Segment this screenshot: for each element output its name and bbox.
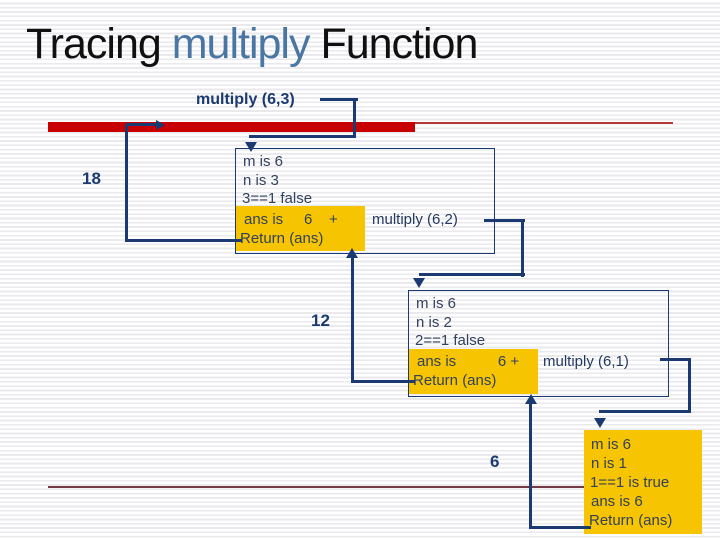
frame-2-line: n is 2 (416, 314, 452, 331)
frame-1-ans-line: ans is 6 + (244, 211, 338, 228)
call-connector-root (249, 135, 356, 138)
call-label-third: multiply (6,1) (543, 353, 629, 370)
frame-2-return-line: Return (ans) (413, 372, 497, 389)
call-connector-frame-2 (484, 219, 525, 222)
frame-1-highlight (236, 206, 365, 251)
call-connector-frame-2 (521, 219, 524, 277)
title-part-multiply: multiply (171, 20, 311, 68)
frame-3-line: ans is 6 (591, 493, 643, 510)
call-connector-frame-3 (599, 410, 691, 413)
return-connector-frame-3 (529, 526, 591, 529)
return-value-6: 6 (490, 452, 500, 471)
frame-2-ans-line: ans is 6 + (417, 353, 520, 370)
frame-3-line: 1==1 is true (590, 474, 670, 491)
title-part-1: Tracing (26, 20, 172, 68)
return-value-18: 18 (82, 169, 101, 188)
stack-frame-3 (584, 430, 702, 534)
return-connector-frame-2 (351, 380, 415, 383)
frame-2-highlight (409, 349, 538, 394)
return-connector-frame-1 (125, 239, 242, 242)
main-program-bar (48, 122, 415, 132)
main-program-thin-line (415, 122, 673, 124)
title-part-3: Function (309, 20, 478, 68)
call-connector-root (353, 98, 356, 138)
frame-3-line: Return (ans) (589, 512, 673, 529)
return-arrow-into-frame-2 (525, 394, 537, 404)
bottom-divider-line (48, 486, 584, 488)
return-arrow-to-main (156, 120, 165, 130)
return-arrow-into-frame-1 (346, 248, 358, 258)
frame-1-line: m is 6 (243, 153, 284, 170)
call-connector-frame-3 (688, 358, 691, 413)
call-label-root: multiply (6,3) (196, 91, 295, 108)
frame-3-line: m is 6 (591, 436, 632, 453)
call-arrow-into-frame-3 (594, 418, 606, 428)
frame-2-line: m is 6 (416, 295, 457, 312)
page-title: Tracing multiply Function (26, 20, 478, 69)
stack-frame-2 (408, 290, 669, 397)
return-connector-frame-3 (529, 403, 532, 529)
call-connector-root (320, 98, 358, 101)
return-connector-frame-1 (126, 123, 157, 126)
call-arrow-into-frame-2 (413, 278, 425, 288)
frame-1-return-line: Return (ans) (240, 230, 324, 247)
return-connector-frame-1 (125, 124, 128, 242)
call-arrow-into-frame-1 (245, 142, 257, 152)
call-label-second: multiply (6,2) (372, 211, 458, 228)
call-connector-frame-2 (419, 273, 525, 276)
stack-frame-1 (235, 148, 495, 254)
frame-3-line: n is 1 (591, 455, 627, 472)
frame-2-line: 2==1 false (415, 332, 486, 349)
return-value-12: 12 (311, 311, 330, 330)
return-connector-frame-2 (351, 257, 354, 383)
frame-1-line: n is 3 (243, 172, 279, 189)
call-connector-frame-3 (660, 358, 691, 361)
frame-1-line: 3==1 false (242, 190, 313, 207)
